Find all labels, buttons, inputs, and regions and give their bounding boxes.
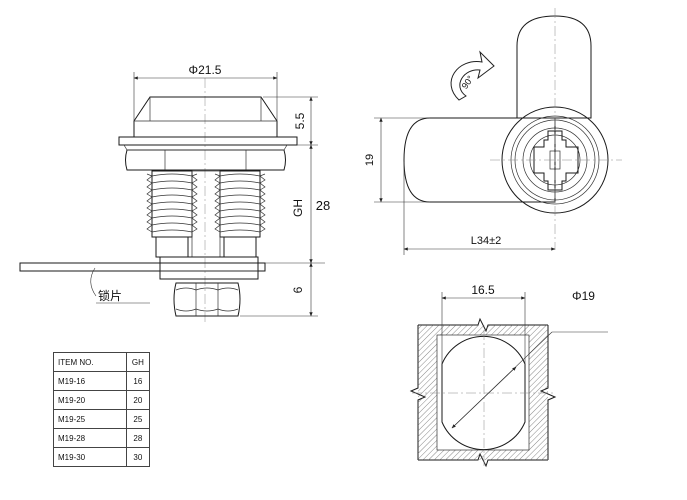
dim-body-width: 19: [364, 154, 376, 166]
item-cell: M19-25: [53, 409, 127, 429]
side-view: Φ21.5 5.5 GH 28 6 锁片: [19, 63, 330, 322]
thread-left: [146, 170, 198, 258]
hex-nut-top: [125, 149, 286, 171]
lock-plate-label: 锁片: [98, 288, 122, 303]
table-row: M19-30 30: [53, 447, 151, 467]
item-table: ITEM NO. GH M19-16 16 M19-20 20 M19-25 2…: [53, 352, 151, 467]
gh-cell: 20: [125, 390, 151, 410]
item-cell: M19-16: [53, 371, 127, 391]
rotation-arrow-icon: [450, 50, 495, 101]
gh-cell: 30: [125, 447, 151, 467]
table-row: M19-16 16: [53, 371, 151, 391]
thread-right: [214, 170, 266, 258]
head-cap: [133, 96, 278, 138]
dim-flat-width: 16.5: [471, 283, 495, 297]
dim-head-height: 5.5: [293, 112, 307, 129]
gh-cell: 28: [125, 428, 151, 448]
dim-gh-label: GH: [291, 199, 305, 217]
column-header-gh: GH: [125, 352, 151, 372]
lock-plate-collar: [159, 256, 259, 280]
dim-nut-height: 6: [291, 286, 305, 293]
dim-length: L34±2: [471, 235, 502, 247]
keyway-icon: [533, 130, 579, 191]
table-row: M19-20 20: [53, 390, 151, 410]
bottom-nut-chamfer: [175, 287, 239, 312]
table-row: M19-25 25: [53, 409, 151, 429]
item-table-header: ITEM NO. GH: [53, 352, 151, 372]
item-cell: M19-28: [53, 428, 127, 448]
dim-leader-start: [451, 366, 517, 429]
cam-vertical: [516, 15, 592, 119]
dim-hole-diameter: Φ19: [572, 289, 595, 303]
dim-head-diameter: Φ21.5: [189, 63, 222, 77]
panel-hatch: [418, 325, 548, 460]
panel-inner-edge: [436, 334, 530, 451]
gh-cell: 25: [125, 409, 151, 429]
bottom-nut: [173, 282, 241, 317]
front-view: 90° 19 L34±2: [364, 8, 622, 255]
lock-plate: [19, 262, 266, 272]
item-cell: M19-30: [53, 447, 127, 467]
hex-nut-edge: [123, 144, 128, 151]
cutout-view: 16.5 Φ19: [409, 283, 608, 468]
table-row: M19-28 28: [53, 428, 151, 448]
lock-plate-leader: [90, 267, 97, 297]
washer: [118, 136, 298, 146]
d-hole: [441, 335, 526, 451]
dim-gh-value: 28: [316, 198, 330, 213]
item-cell: M19-20: [53, 390, 127, 410]
gh-cell: 16: [125, 371, 151, 391]
column-header-item: ITEM NO.: [53, 352, 127, 372]
hex-nut-edge: [283, 144, 288, 151]
